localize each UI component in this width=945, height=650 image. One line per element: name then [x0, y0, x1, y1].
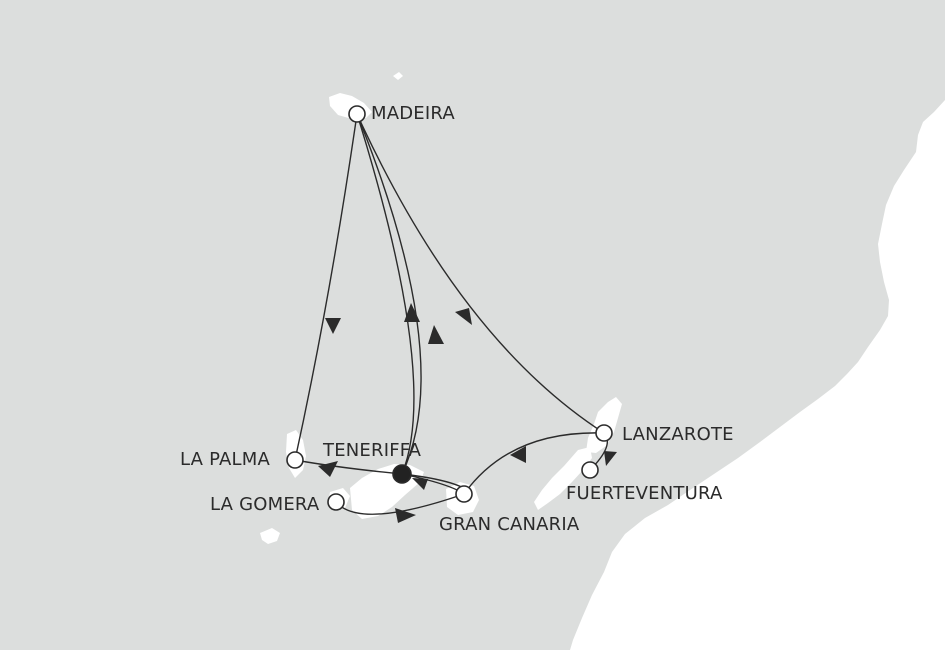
port-label-fuerteventura: FUERTEVENTURA [566, 483, 723, 504]
route-madeira-la-palma [294, 113, 358, 461]
route-teneriffa-madeira-a [356, 113, 415, 475]
port-marker-la-palma[interactable] [286, 451, 304, 469]
port-marker-fuerteventura[interactable] [581, 461, 599, 479]
arrow-teneriffa-madeira-a [404, 303, 420, 322]
port-label-gran-canaria: GRAN CANARIA [439, 514, 580, 535]
el-hierro-island [260, 528, 280, 544]
arrow-gran-canaria-teneriffa [412, 478, 428, 490]
route-madeira-lanzarote [356, 113, 605, 434]
port-marker-teneriffa[interactable] [392, 464, 412, 484]
port-label-madeira: MADEIRA [371, 103, 455, 124]
port-marker-la-gomera[interactable] [327, 493, 345, 511]
arrow-madeira-la-palma [325, 318, 341, 334]
port-marker-gran-canaria[interactable] [455, 485, 473, 503]
arrow-lanzarote-gran-canaria [510, 446, 526, 463]
african-mainland [570, 100, 945, 650]
arrow-la-palma-teneriffa [318, 461, 338, 477]
port-marker-madeira[interactable] [348, 105, 366, 123]
port-label-la-gomera: LA GOMERA [210, 494, 320, 515]
port-marker-lanzarote[interactable] [595, 424, 613, 442]
route-teneriffa-madeira-b [356, 113, 422, 475]
arrow-lanzarote-fuerteventura [604, 451, 617, 466]
port-label-lanzarote: LANZAROTE [622, 424, 734, 445]
route-la-palma-teneriffa [294, 459, 403, 475]
port-label-la-palma: LA PALMA [180, 449, 270, 470]
arrow-madeira-lanzarote [455, 308, 472, 325]
porto-santo-island [393, 72, 403, 80]
arrow-la-gomera-gran-canaria [395, 508, 416, 523]
port-label-teneriffa: TENERIFFA [323, 440, 422, 461]
fuerteventura-island [534, 447, 592, 510]
arrow-teneriffa-madeira-b [428, 325, 444, 344]
route-lanzarote-gran-canaria [463, 432, 605, 495]
